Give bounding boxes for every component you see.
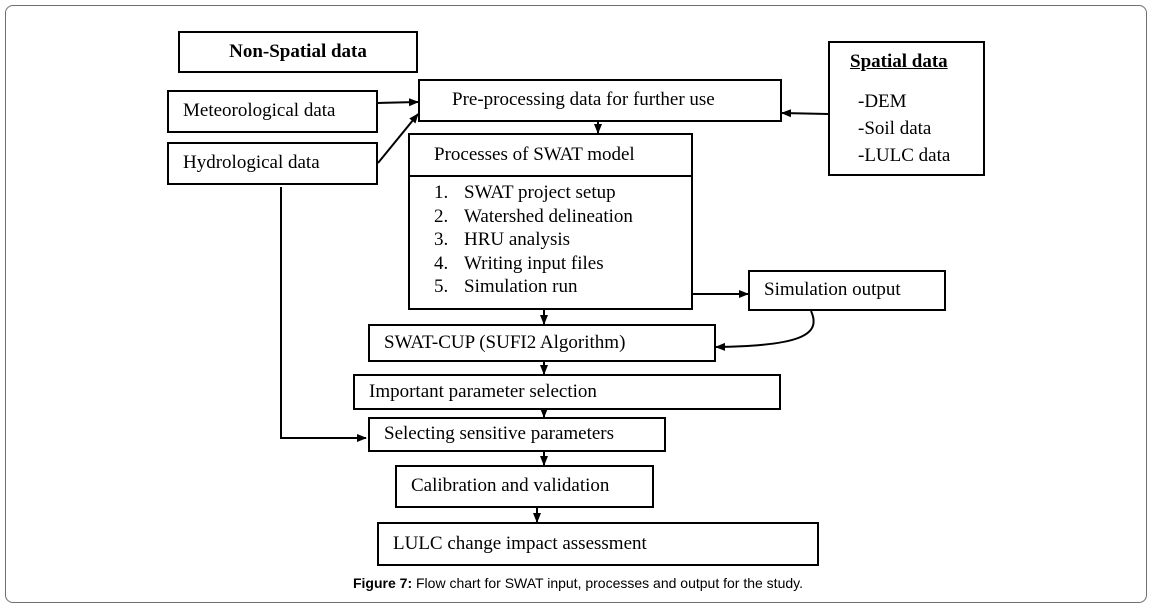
swat-processes-title: Processes of SWAT model: [434, 143, 635, 165]
swat-step: 2. Watershed delineation: [434, 205, 691, 229]
swat-step: 1. SWAT project setup: [434, 181, 691, 205]
arrow-hydrological-to-preprocessing: [377, 113, 419, 164]
arrow-meteorological-to-preprocessing: [377, 98, 419, 107]
preprocessing-box: Pre-processing data for further use: [418, 79, 782, 122]
figure-frame: [5, 5, 1147, 603]
spatial-item-dem: -DEM: [858, 90, 907, 112]
swat-step: 5. Simulation run: [434, 275, 691, 299]
lulc-impact-box: LULC change impact assessment: [377, 522, 819, 566]
step-label: Watershed delineation: [464, 205, 633, 227]
sensitive-parameters-box: Selecting sensitive parameters: [368, 417, 666, 452]
simulation-output-label: Simulation output: [764, 279, 901, 301]
spatial-data-box: Spatial data -DEM -Soil data -LULC data: [828, 41, 985, 176]
hydrological-data-box: Hydrological data: [167, 142, 378, 185]
non-spatial-data-box: Non-Spatial data: [178, 31, 418, 73]
spatial-item-soil: -Soil data: [858, 117, 932, 139]
arrow-output-to-swatcup: [715, 310, 815, 351]
step-number: 3.: [434, 229, 449, 250]
step-number: 2.: [434, 205, 449, 227]
step-number: 5.: [434, 276, 449, 297]
swat-processes-header: Processes of SWAT model: [410, 135, 691, 177]
swat-cup-label: SWAT-CUP (SUFI2 Algorithm): [384, 331, 626, 353]
swat-processes-box: Processes of SWAT model 1. SWAT project s…: [408, 133, 693, 310]
spatial-item-lulc: -LULC data: [858, 144, 951, 166]
hydrological-data-label: Hydrological data: [183, 152, 320, 174]
preprocessing-label: Pre-processing data for further use: [452, 89, 715, 111]
calibration-box: Calibration and validation: [395, 465, 654, 508]
figure-caption: Figure 7: Flow chart for SWAT input, pro…: [0, 575, 1156, 591]
step-number: 1.: [434, 182, 449, 203]
meteorological-data-box: Meteorological data: [167, 90, 378, 133]
swat-step: 3. HRU analysis: [434, 228, 691, 252]
step-label: Simulation run: [464, 276, 578, 297]
lulc-impact-label: LULC change impact assessment: [393, 532, 647, 554]
caption-text: Flow chart for SWAT input, processes and…: [412, 575, 803, 591]
important-parameter-label: Important parameter selection: [369, 380, 597, 402]
step-label: SWAT project setup: [464, 182, 616, 203]
calibration-label: Calibration and validation: [411, 475, 610, 497]
swat-cup-box: SWAT-CUP (SUFI2 Algorithm): [368, 324, 716, 362]
caption-label: Figure 7:: [352, 575, 413, 591]
spatial-data-title: Spatial data: [850, 51, 948, 72]
important-parameter-box: Important parameter selection: [353, 374, 781, 410]
sensitive-parameters-label: Selecting sensitive parameters: [384, 423, 615, 445]
meteorological-data-label: Meteorological data: [183, 100, 336, 122]
arrow-spatial-to-preprocessing: [781, 109, 829, 118]
arrow-hydrological-to-sensitive: [280, 187, 367, 442]
step-number: 4.: [434, 252, 449, 274]
step-label: HRU analysis: [464, 229, 571, 250]
step-label: Writing input files: [464, 252, 604, 274]
swat-steps-list: 1. SWAT project setup 2. Watershed delinea…: [410, 177, 691, 299]
simulation-output-box: Simulation output: [748, 270, 946, 311]
non-spatial-data-label: Non-Spatial data: [229, 40, 367, 62]
swat-step: 4. Writing input files: [434, 252, 691, 276]
